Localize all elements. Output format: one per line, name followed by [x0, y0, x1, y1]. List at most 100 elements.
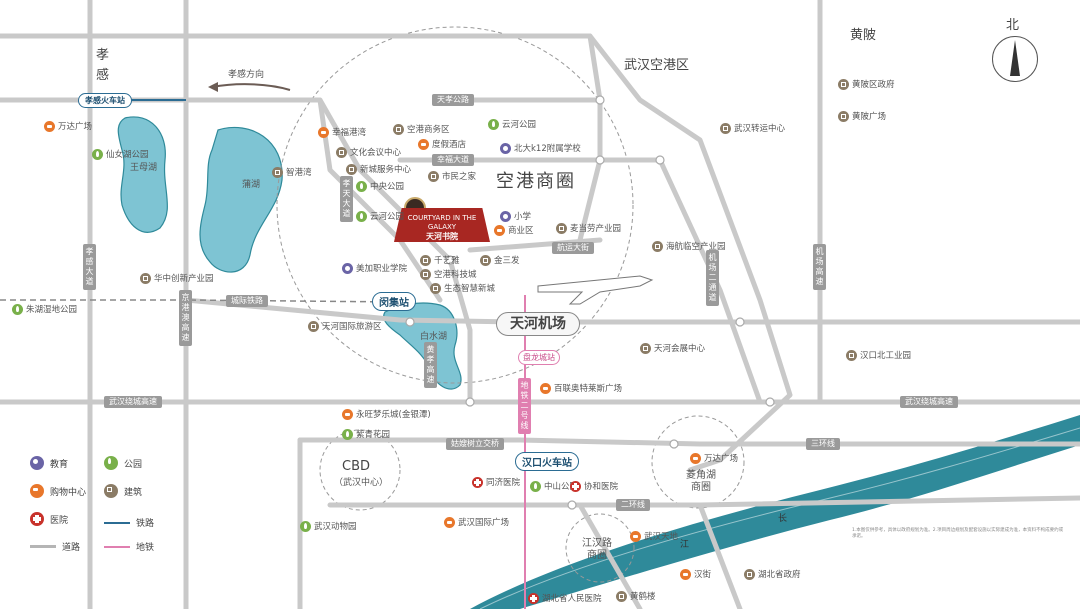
poi-park[interactable]: 武汉动物园 — [300, 520, 357, 532]
hospital-icon — [570, 480, 581, 492]
poi-park[interactable]: 紫青花园 — [342, 428, 390, 440]
poi-bld[interactable]: 海航临空产业园 — [652, 240, 726, 252]
poi-edu[interactable]: 美加职业学院 — [342, 262, 407, 274]
poi-park[interactable]: 朱湖湿地公园 — [12, 303, 77, 315]
poi-shop[interactable]: 万达广场 — [690, 452, 738, 464]
poi-bld[interactable]: 市民之家 — [428, 170, 476, 182]
poi-bld[interactable]: 空港商务区 — [393, 123, 450, 135]
poi-label: 金三发 — [494, 256, 520, 266]
poi-label: 黄陂广场 — [852, 112, 887, 122]
legend-edu-icon — [30, 456, 44, 470]
poi-hosp[interactable]: 同济医院 — [472, 476, 520, 488]
poi-bld[interactable]: 金三发 — [480, 254, 520, 266]
building-icon — [393, 123, 404, 135]
poi-label: 万达广场 — [58, 122, 93, 132]
poi-bld[interactable]: 千艺雅 — [420, 254, 460, 266]
poi-bld[interactable]: 黄陂广场 — [838, 110, 886, 122]
poi-shop[interactable]: 百联奥特莱斯广场 — [540, 382, 622, 394]
pinghu-label: 蒲湖 — [242, 180, 261, 190]
poi-park[interactable]: 仙女湖公园 — [92, 148, 149, 160]
legend-park: 公园 — [124, 459, 143, 470]
poi-label: 北大k12附属学校 — [514, 144, 581, 154]
poi-bld[interactable]: 生态智慧新城 — [430, 282, 495, 294]
poi-label: 市民之家 — [442, 172, 477, 182]
building-icon — [838, 110, 849, 122]
school-icon — [342, 262, 353, 274]
cbd-sub-label: （武汉中心） — [334, 478, 389, 488]
airport-circle-label: 空港商圈 — [496, 171, 576, 192]
poi-park[interactable]: 云河公园 — [356, 210, 404, 222]
cbd-label: CBD — [342, 459, 371, 474]
poi-park[interactable]: 云河公园 — [488, 118, 536, 130]
airplane-icon — [537, 275, 654, 305]
building-icon — [272, 166, 283, 178]
poi-edu[interactable]: 北大k12附属学校 — [500, 142, 581, 154]
poi-bld[interactable]: 天河国际旅游区 — [308, 320, 382, 332]
poi-bld[interactable]: 新城服务中心 — [346, 163, 411, 175]
hankou-rail-station[interactable]: 汉口火车站 — [515, 452, 579, 471]
poi-bld[interactable]: 麦当劳产业园 — [556, 222, 621, 234]
poi-bld[interactable]: 武汉转运中心 — [720, 122, 785, 134]
poi-label: 小学 — [514, 212, 532, 222]
panlong-metro-station[interactable]: 盘龙城站 — [518, 350, 560, 365]
xiaogan-rail-station[interactable]: 孝感火车站 — [78, 93, 132, 108]
poi-bld[interactable]: 黄鹤楼 — [616, 590, 656, 602]
poi-label: 商业区 — [508, 226, 534, 236]
poi-shop[interactable]: 汉街 — [680, 568, 711, 580]
poi-shop[interactable]: 武汉国际广场 — [444, 516, 509, 528]
poi-bld[interactable]: 汉口北工业园 — [846, 349, 911, 361]
poi-label: 万达广场 — [704, 454, 739, 464]
building-icon — [744, 568, 755, 580]
road-tag-xingfu: 幸福大道 — [432, 154, 474, 166]
airport-zone-label: 武汉空港区 — [624, 58, 690, 73]
poi-shop[interactable]: 永旺梦乐城(金银潭) — [342, 408, 431, 420]
shopping-icon — [342, 408, 353, 420]
road-tag-xiaogan-ave: 孝感大道 — [83, 244, 96, 290]
legend-rail-icon — [104, 521, 130, 524]
poi-bld[interactable]: 空港科技城 — [420, 268, 477, 280]
baishui-label: 白水湖 — [420, 332, 448, 342]
building-icon — [556, 222, 567, 234]
poi-bld[interactable]: 智港湾 — [272, 166, 312, 178]
park-icon — [488, 118, 499, 130]
poi-park[interactable]: 中央公园 — [356, 180, 404, 192]
building-icon — [846, 349, 857, 361]
poi-label: 武汉国际广场 — [458, 518, 510, 528]
poi-label: 云河公园 — [502, 120, 537, 130]
airport-label[interactable]: 天河机场 — [496, 312, 580, 336]
poi-hosp[interactable]: 协和医院 — [570, 480, 618, 492]
poi-shop[interactable]: 度假酒店 — [418, 138, 466, 150]
poi-shop[interactable]: 商业区 — [494, 224, 534, 236]
poi-bld[interactable]: 天河会展中心 — [640, 342, 705, 354]
poi-bld[interactable]: 文化会议中心 — [336, 146, 401, 158]
school-icon — [500, 210, 511, 222]
project-marker[interactable]: COURTYARD IN THE GALAXY 天河书院 — [394, 208, 490, 242]
poi-bld[interactable]: 黄陂区政府 — [838, 78, 895, 90]
road-tag-erhuan: 二环线 — [616, 499, 650, 511]
road-tag-ring-right: 武汉绕城高速 — [900, 396, 958, 408]
poi-shop[interactable]: 武汉天地 — [630, 530, 678, 542]
poi-label: 黄鹤楼 — [630, 592, 656, 602]
poi-shop[interactable]: 幸福港湾 — [318, 126, 366, 138]
legend-hospital: 医院 — [50, 515, 69, 526]
poi-hosp[interactable]: 湖北省人民医院 — [528, 592, 602, 604]
building-icon — [308, 320, 319, 332]
minji-station[interactable]: 闵集站 — [372, 292, 416, 311]
building-icon — [420, 254, 431, 266]
poi-edu[interactable]: 小学 — [500, 210, 531, 222]
poi-shop[interactable]: 万达广场 — [44, 120, 92, 132]
poi-label: 幸福港湾 — [332, 128, 367, 138]
poi-park[interactable]: 中山公园 — [530, 480, 578, 492]
poi-bld[interactable]: 湖北省政府 — [744, 568, 801, 580]
poi-label: 汉街 — [694, 570, 712, 580]
poi-label: 生态智慧新城 — [444, 284, 496, 294]
poi-label: 度假酒店 — [432, 140, 467, 150]
poi-label: 同济医院 — [486, 478, 521, 488]
legend-road-icon — [30, 545, 56, 548]
road-tag-tianxiao: 天孝公路 — [432, 94, 474, 106]
poi-bld[interactable]: 华中创新产业园 — [140, 272, 214, 284]
legend-shop: 购物中心 — [50, 487, 87, 498]
road-tag-gushu: 姑嫂树立交桥 — [446, 438, 504, 450]
